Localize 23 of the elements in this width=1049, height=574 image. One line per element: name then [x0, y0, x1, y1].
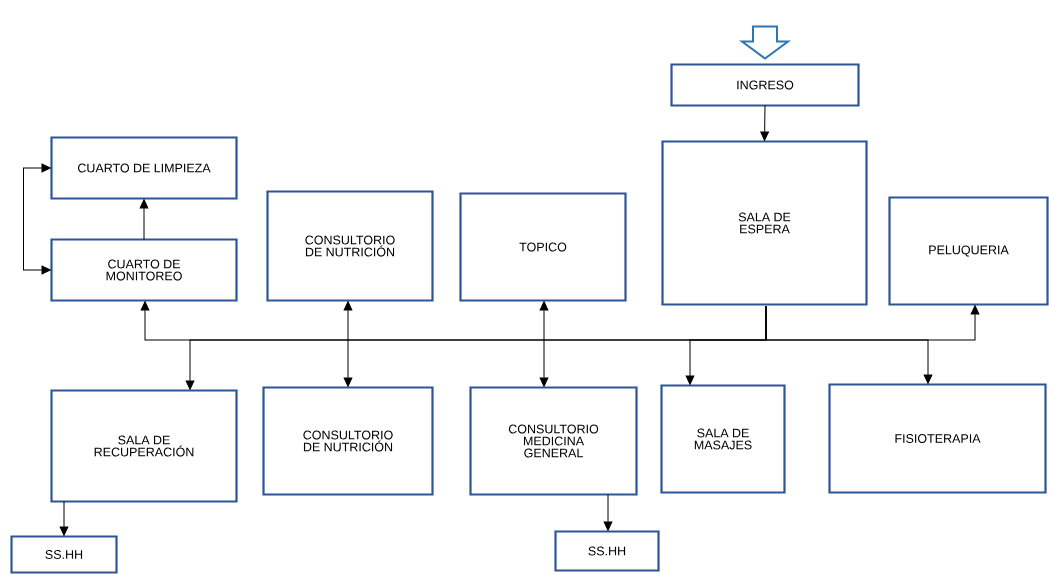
room-box: TOPICO — [459, 192, 627, 302]
room-box: SALA DE ESPERA — [661, 140, 868, 306]
arrow — [539, 301, 549, 387]
room-box: CONSULTORIO MEDICINA GENERAL — [469, 386, 638, 496]
room-box: PELUQUERIA — [888, 196, 1049, 306]
block-arrow — [738, 25, 792, 60]
arrow — [139, 199, 149, 240]
room-box: INGRESO — [670, 63, 860, 107]
room-box: SS.HH — [10, 535, 118, 574]
room-box: CONSULTORIO DE NUTRICIÓN — [262, 386, 434, 496]
room-box: FISIOTERAPIA — [828, 383, 1047, 494]
arrow — [765, 305, 980, 341]
room-box: SS.HH — [554, 530, 660, 572]
arrow — [760, 105, 769, 141]
room-box: SALA DE MASAJES — [660, 384, 786, 494]
arrow — [23, 163, 51, 275]
room-box: CUARTO DE LIMPIEZA — [50, 136, 238, 200]
arrow — [59, 501, 69, 536]
room-box: CONSULTORIO DE NUTRICIÓN — [266, 190, 434, 302]
arrow — [603, 494, 613, 531]
arrow — [343, 301, 353, 387]
room-box: SALA DE RECUPERACIÓN — [50, 389, 238, 503]
room-box: CUARTO DE MONITOREO — [50, 238, 238, 302]
